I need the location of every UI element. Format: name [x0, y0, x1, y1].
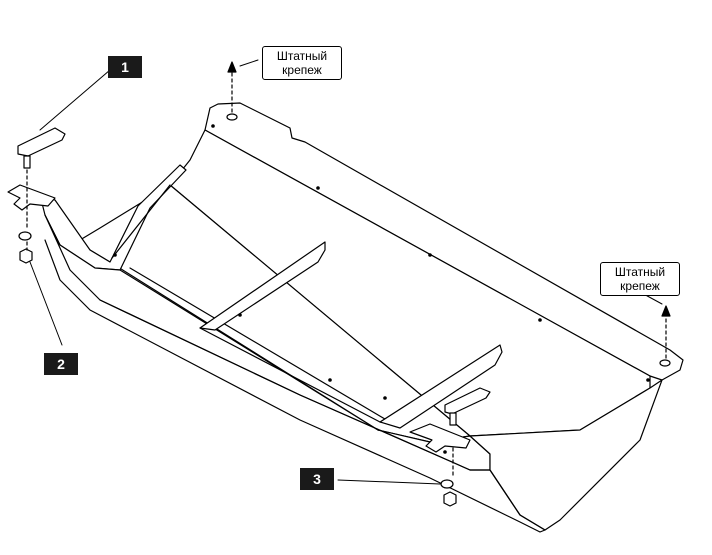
- right-end-wall: [469, 379, 663, 531]
- partition-right: [379, 344, 503, 429]
- left-bracket: [7, 184, 56, 211]
- callout-3: 3: [300, 468, 334, 490]
- fastener-arrow-left-head: [227, 61, 237, 73]
- partition-base-left: [199, 327, 381, 423]
- partition-left: [199, 241, 326, 331]
- note-standard-fastener-top: Штатный крепеж: [262, 46, 342, 80]
- right-bracket-assembly: [409, 387, 491, 507]
- floor-crease: [129, 267, 396, 426]
- fastener-arrows: [227, 61, 671, 359]
- callout-1: 1: [108, 56, 142, 78]
- right-bracket: [409, 423, 471, 453]
- right-washer: [440, 479, 454, 489]
- left-bolt-plate: [17, 127, 66, 157]
- note-leader-left: [239, 59, 259, 67]
- leader-3: [337, 479, 441, 485]
- note-line2: крепеж: [282, 63, 322, 77]
- skid-plate: [39, 102, 684, 533]
- callout-2: 2: [44, 353, 78, 375]
- note-line1: Штатный: [614, 265, 666, 279]
- floor-edge: [111, 184, 171, 259]
- leader-1: [39, 69, 111, 131]
- right-bolt-shank: [449, 412, 457, 426]
- left-bracket-assembly: [7, 127, 66, 264]
- left-nut: [19, 248, 33, 264]
- fastener-arrow-right-head: [661, 305, 671, 317]
- flange-hole-left: [226, 113, 238, 121]
- flange-hole-right: [659, 359, 671, 367]
- left-bolt-shank: [23, 155, 31, 169]
- note-line2: крепеж: [620, 279, 660, 293]
- lower-sweep: [44, 239, 546, 533]
- right-bolt-plate: [444, 387, 491, 415]
- rivets: [113, 124, 650, 454]
- leader-2: [29, 261, 63, 346]
- note-line1: Штатный: [276, 49, 328, 63]
- right-nut: [443, 491, 457, 507]
- note-standard-fastener-right: Штатный крепеж: [600, 262, 680, 296]
- left-washer: [18, 231, 32, 241]
